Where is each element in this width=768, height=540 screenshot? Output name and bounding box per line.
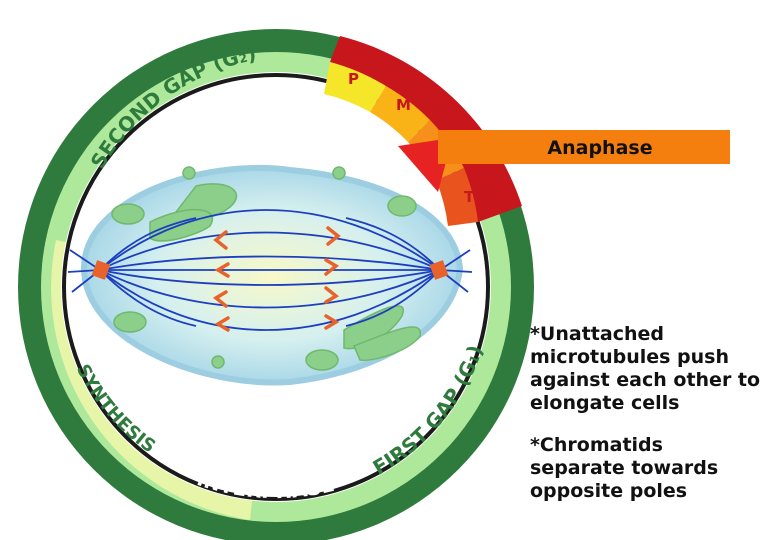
anaphase-label: Anaphase	[547, 137, 652, 159]
anaphase-pointer-arrow	[398, 140, 446, 192]
chromatids-left	[212, 230, 230, 332]
stage-segment-telophase	[436, 168, 478, 226]
centrosome-left	[91, 260, 111, 280]
stage-segment-prophase	[324, 62, 386, 112]
note-chromatids: *Chromatids separate towards opposite po…	[530, 434, 719, 502]
inner-dark-line	[62, 73, 490, 501]
chromatids-right	[324, 226, 341, 330]
stage-segment-metaphase	[370, 86, 430, 142]
centrosome-right	[429, 260, 449, 280]
anaphase-pointer-bar	[438, 130, 730, 164]
note-microtubules: *Unattached microtubules push against ea…	[530, 323, 761, 414]
organelles	[111, 166, 421, 371]
spindle-fibers	[67, 209, 473, 331]
metaphase-letter: M	[396, 96, 411, 114]
telophase-letter: T	[464, 188, 475, 206]
prophase-letter: P	[348, 70, 359, 88]
